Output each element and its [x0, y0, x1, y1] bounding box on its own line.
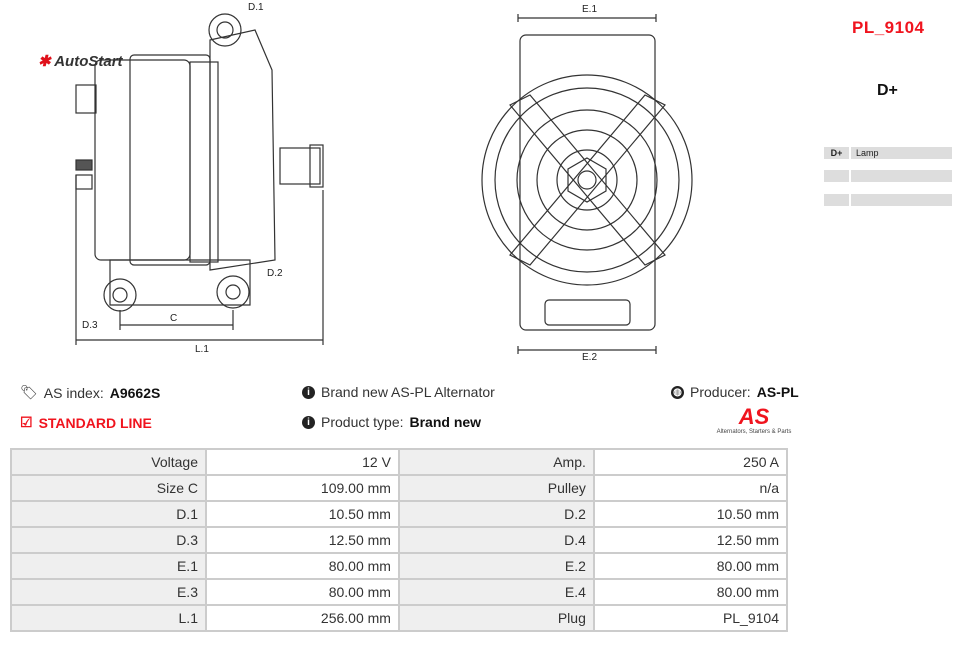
spec-value: 80.00 mm: [592, 578, 789, 606]
label-e2: E.2: [582, 352, 598, 363]
spec-value: n/a: [592, 474, 789, 502]
logo-text: AutoStart: [54, 53, 123, 70]
label-d1: D.1: [248, 2, 264, 13]
spec-label: D.3: [10, 526, 207, 554]
spec-label: D.1: [10, 500, 207, 528]
part-code: PL_9104: [852, 18, 925, 37]
as-tagline: Alternators, Starters & Parts: [716, 429, 792, 435]
spec-label: Voltage: [10, 448, 207, 476]
spec-value: 256.00 mm: [204, 604, 400, 632]
product-type: i Product type: Brand new: [302, 414, 481, 430]
pin-desc: [851, 170, 952, 182]
spec-value: 80.00 mm: [204, 552, 400, 580]
product-type-label: Product type:: [321, 414, 404, 430]
spec-value: 80.00 mm: [592, 552, 789, 580]
spec-value: 10.50 mm: [204, 500, 400, 528]
producer-label: Producer:: [690, 384, 751, 400]
spec-value: 80.00 mm: [204, 578, 400, 606]
label-d3: D.3: [82, 320, 98, 331]
spec-label: L.1: [10, 604, 207, 632]
label-d2: D.2: [267, 268, 283, 279]
spec-label: Amp.: [397, 448, 595, 476]
terminal-label: D+: [877, 82, 898, 99]
spec-value: 10.50 mm: [592, 500, 789, 528]
spec-label: Size C: [10, 474, 207, 502]
pin-name: [824, 194, 849, 206]
side-view-drawing: [75, 13, 324, 345]
spec-label: E.1: [10, 552, 207, 580]
spec-label: D.4: [397, 526, 595, 554]
spec-label: E.4: [397, 578, 595, 606]
info-icon: i: [302, 385, 315, 399]
info-icon: i: [302, 415, 315, 429]
as-index: 🏷 AS index: A9662S: [20, 384, 160, 401]
producer-value: AS-PL: [756, 384, 799, 400]
front-view-drawing: [481, 14, 693, 354]
label-c: C: [170, 313, 178, 324]
spec-value: 12.50 mm: [204, 526, 400, 554]
description-text: Brand new AS-PL Alternator: [321, 384, 495, 400]
pin-desc: [851, 194, 952, 206]
checkbox-icon: ☑: [20, 414, 33, 430]
description: i Brand new AS-PL Alternator: [302, 384, 495, 400]
spec-label: E.3: [10, 578, 207, 606]
spec-label: D.2: [397, 500, 595, 528]
spec-value: 109.00 mm: [204, 474, 400, 502]
as-logo-mark: AS: [738, 404, 770, 429]
label-e1: E.1: [582, 4, 598, 15]
spec-label: E.2: [397, 552, 595, 580]
pin-desc: Lamp: [851, 147, 952, 159]
globe-icon: ◍: [671, 385, 684, 399]
as-logo: AS Alternators, Starters & Parts: [716, 404, 792, 436]
standard-line: ☑ STANDARD LINE: [20, 414, 152, 431]
tag-icon: 🏷: [20, 384, 38, 400]
spec-value: PL_9104: [592, 604, 789, 632]
spec-value: 12 V: [204, 448, 400, 476]
line-label: STANDARD LINE: [38, 414, 152, 431]
spec-value: 12.50 mm: [592, 526, 789, 554]
label-l1: L.1: [195, 344, 209, 355]
spec-label: Plug: [397, 604, 595, 632]
product-type-value: Brand new: [409, 414, 482, 430]
as-index-value: A9662S: [109, 384, 161, 401]
autostart-logo: ✱ AutoStart: [38, 53, 123, 70]
as-index-label: AS index:: [43, 384, 104, 401]
pin-name: [824, 170, 849, 182]
spec-label: Pulley: [397, 474, 595, 502]
spec-value: 250 A: [592, 448, 789, 476]
pin-name: D+: [824, 147, 849, 159]
producer: ◍ Producer: AS-PL: [671, 384, 799, 400]
